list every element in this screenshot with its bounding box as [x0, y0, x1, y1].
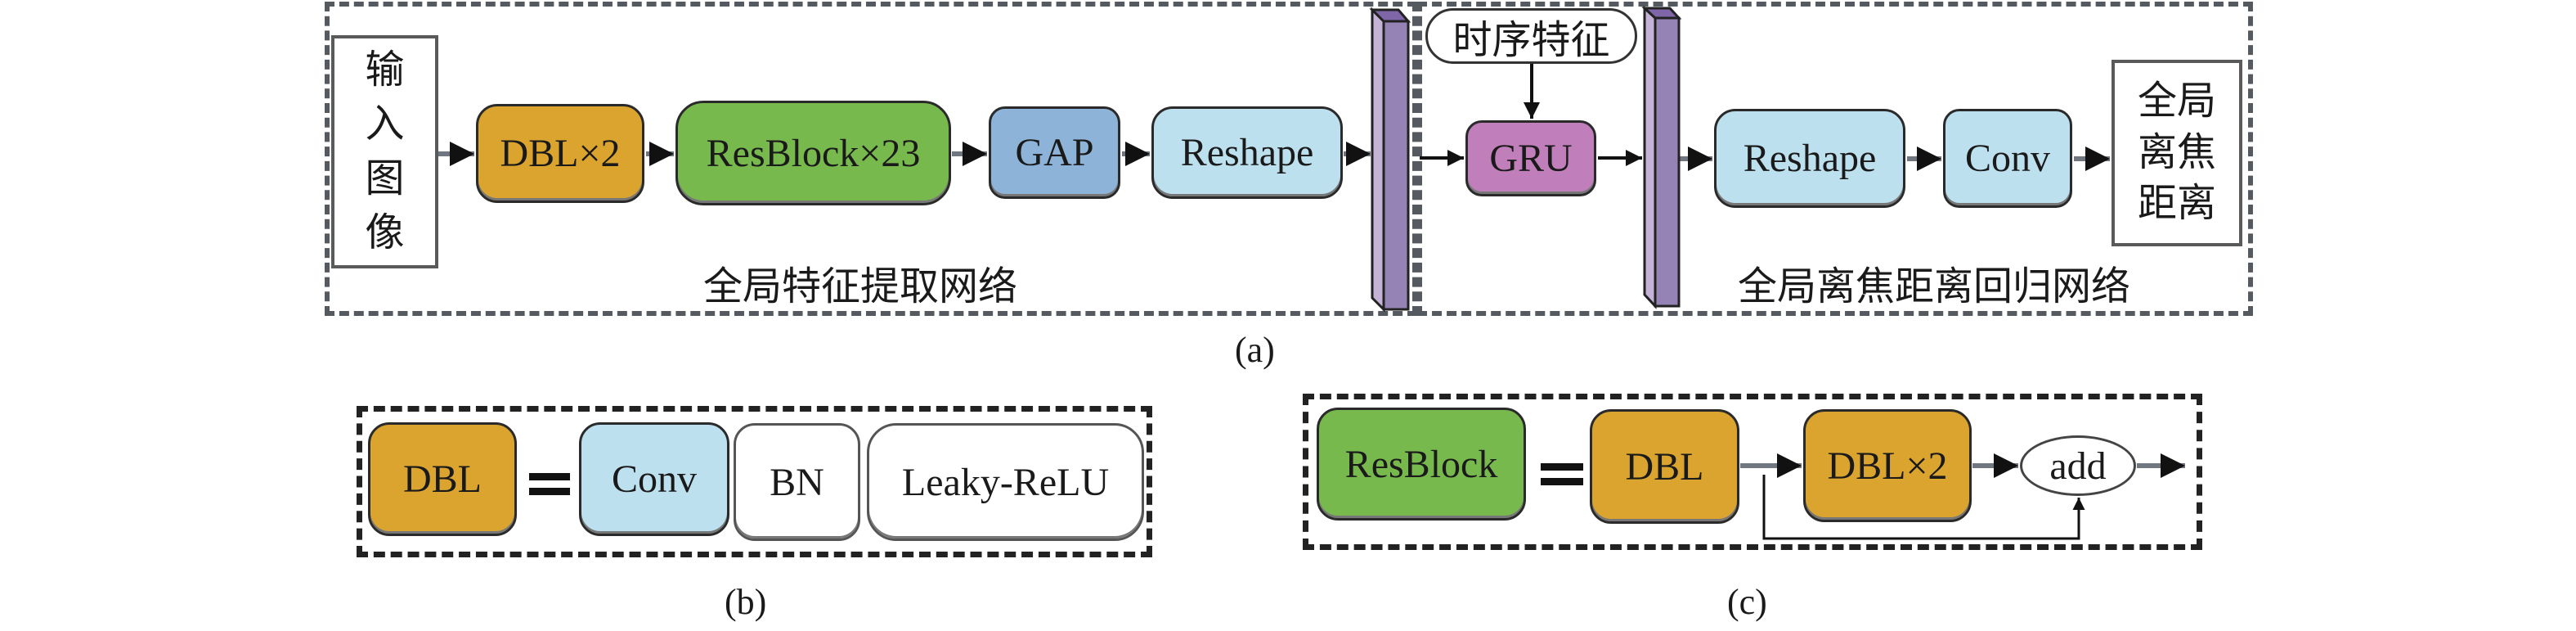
dbl-x2-block: DBL×2	[476, 104, 644, 203]
temporal-feature-box: 时序特征	[1425, 8, 1637, 64]
output-line: 全局	[2137, 79, 2216, 124]
input-char: 入	[365, 102, 405, 146]
output-line: 距离	[2137, 182, 2216, 226]
add-node: add	[2020, 435, 2136, 496]
panel-b-label: (b)	[725, 582, 767, 622]
output-line: 离焦	[2137, 130, 2216, 174]
resblock-definition-frame	[1303, 394, 2202, 550]
reshape-block-2: Reshape	[1714, 109, 1905, 208]
dbl-x2-block-c: DBL×2	[1803, 409, 1972, 522]
output-defocus-distance-box: 全局 离焦 距离	[2112, 60, 2242, 246]
input-char: 输	[365, 48, 405, 92]
gap-block: GAP	[989, 106, 1120, 199]
input-char: 像	[365, 210, 405, 255]
regression-network-caption: 全局离焦距离回归网络	[1738, 265, 2131, 309]
panel-a-label: (a)	[1235, 330, 1275, 370]
panel-c-label: (c)	[1727, 582, 1767, 622]
input-image-box: 输 入 图 像	[331, 35, 438, 268]
feature-bar-1	[1369, 7, 1411, 313]
reshape-block-1: Reshape	[1151, 106, 1343, 199]
feature-extraction-caption: 全局特征提取网络	[703, 265, 1018, 309]
dbl-block: DBL	[368, 422, 517, 536]
bn-block: BN	[734, 423, 860, 541]
conv-block-b: Conv	[579, 422, 729, 536]
skip-connection	[1762, 475, 2085, 540]
feature-extraction-network-frame	[325, 2, 1417, 316]
gru-block: GRU	[1465, 120, 1596, 196]
feature-bar-2	[1641, 5, 1682, 309]
dbl-block-c: DBL	[1590, 409, 1739, 524]
dbl-definition-frame	[357, 406, 1152, 557]
resblock-x23-block: ResBlock×23	[675, 101, 951, 205]
input-char: 图	[365, 156, 405, 201]
resblock-block: ResBlock	[1317, 408, 1526, 521]
conv-block: Conv	[1943, 109, 2072, 208]
leaky-relu-block: Leaky-ReLU	[867, 423, 1144, 541]
